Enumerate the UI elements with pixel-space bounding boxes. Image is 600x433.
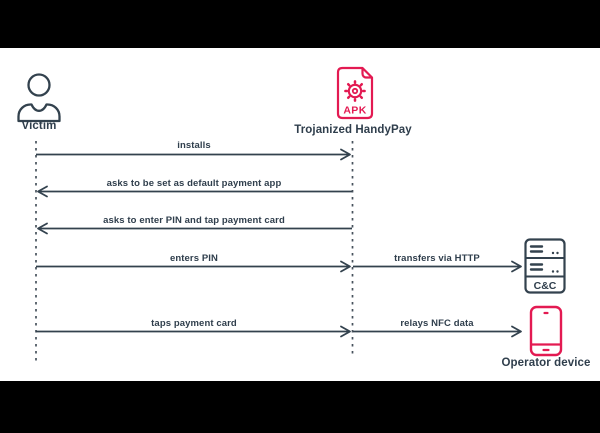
apk-file-icon: APK	[336, 66, 374, 120]
smartphone-icon	[529, 305, 563, 357]
message-arrow-installs	[36, 148, 351, 161]
cc-label: C&C	[534, 280, 557, 292]
message-arrow-enters-pin	[36, 260, 351, 273]
actor-label-victim: Victim	[21, 120, 57, 132]
server-icon: C&C	[524, 238, 566, 294]
message-arrow-default-app	[37, 185, 352, 198]
message-arrow-transfers-http	[353, 260, 522, 273]
letterbox-top	[0, 0, 600, 48]
message-label-default-app: asks to be set as default payment app	[106, 178, 282, 189]
message-label-enter-pin-tap: asks to enter PIN and tap payment card	[103, 215, 285, 226]
message-arrow-relays-nfc	[353, 325, 522, 338]
message-label-transfers-http: transfers via HTTP	[394, 253, 480, 264]
gear-glyph	[344, 80, 366, 102]
person-icon	[17, 73, 61, 123]
message-label-enters-pin: enters PIN	[170, 253, 218, 264]
message-label-taps-card: taps payment card	[151, 318, 237, 329]
message-label-installs: installs	[177, 140, 211, 151]
actor-label-operator: Operator device	[501, 357, 591, 369]
message-arrow-enter-pin-tap	[37, 222, 352, 235]
message-arrow-taps-card	[36, 325, 351, 338]
letterbox-bottom	[0, 381, 600, 433]
message-label-relays-nfc: relays NFC data	[400, 318, 474, 329]
apk-badge-text: APK	[343, 105, 366, 117]
actor-label-handypay: Trojanized HandyPay	[294, 124, 412, 136]
diagram-background	[0, 48, 600, 381]
